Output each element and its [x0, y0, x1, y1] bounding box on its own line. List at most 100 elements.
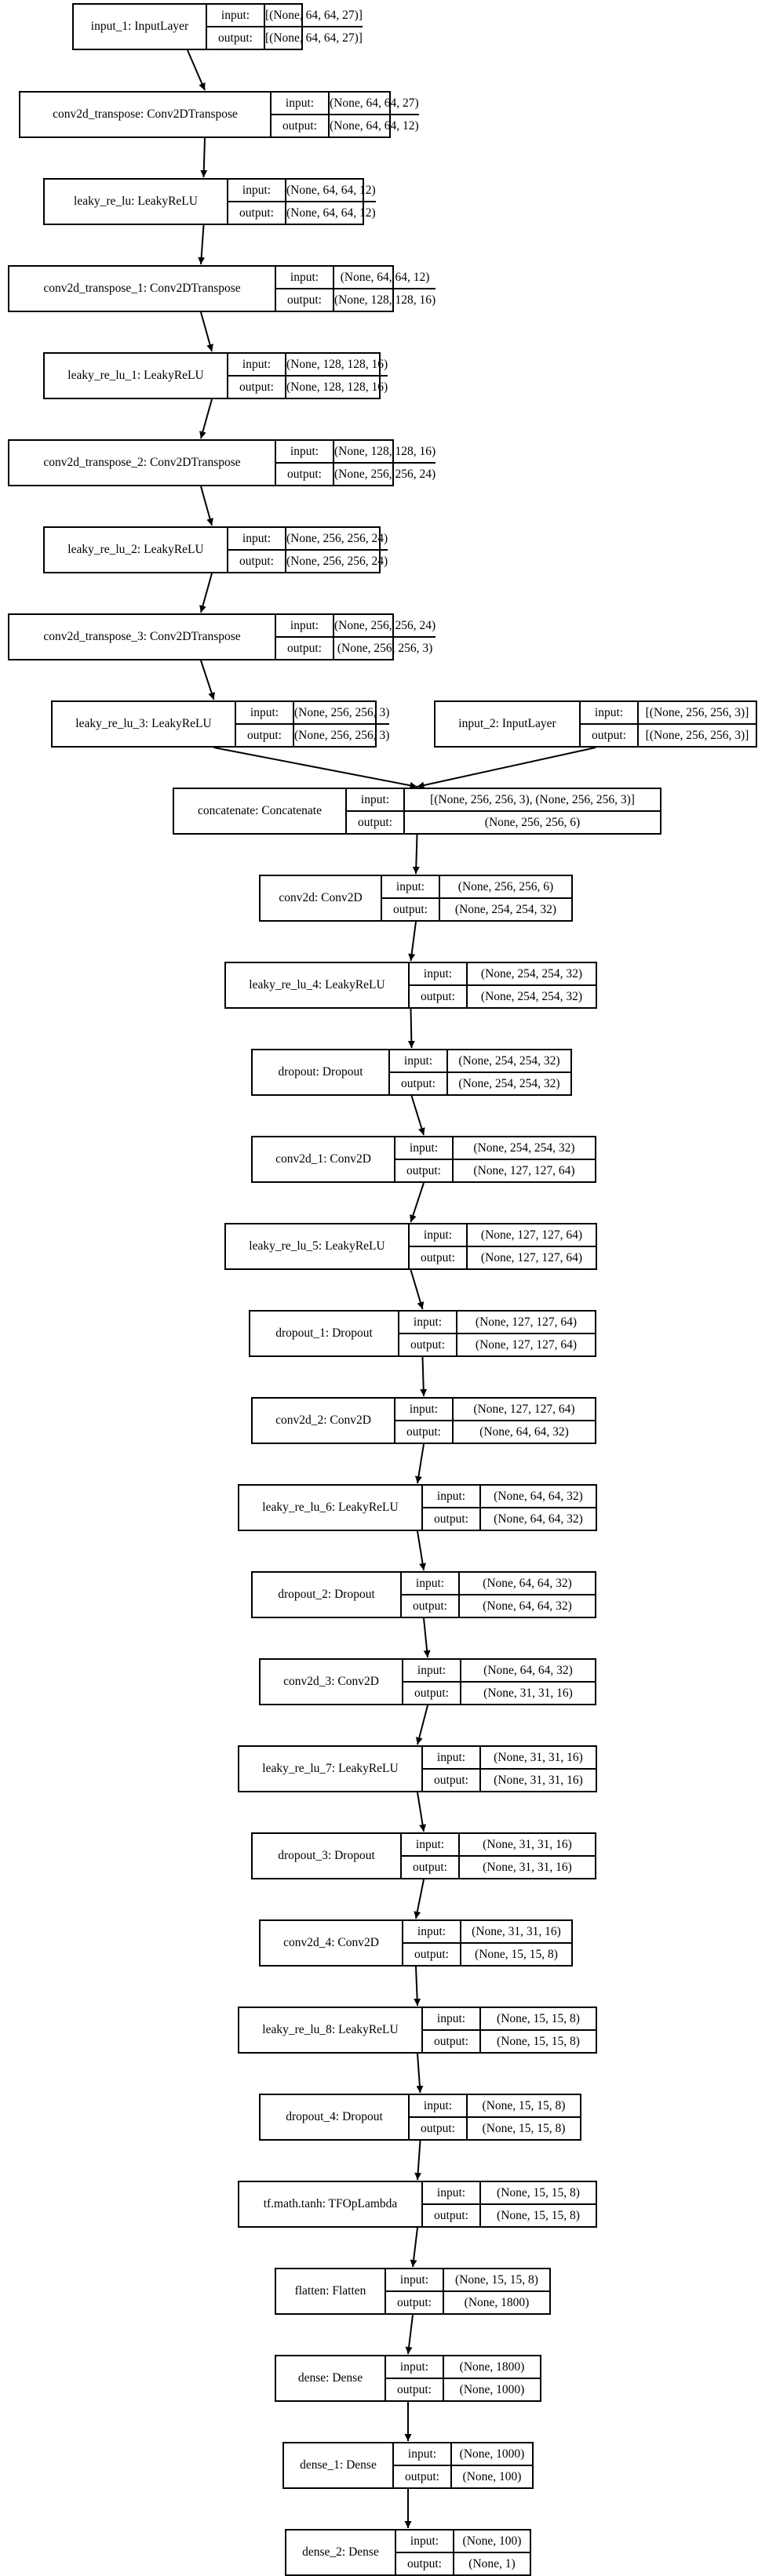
edge-conv2d-transpose-3-to-leaky-re-lu-3: [200, 660, 215, 700]
input-label: input:: [403, 1660, 461, 1681]
input-shape: (None, 15, 15, 8): [497, 2011, 580, 2025]
layer-shapes: input:[(None, 64, 64, 27)]output:[(None,…: [207, 5, 363, 49]
output-label: output:: [276, 638, 334, 659]
input-row: input:(None, 64, 64, 12): [276, 267, 436, 288]
output-shape: (None, 15, 15, 8): [497, 2208, 580, 2222]
input-label: input:: [581, 702, 639, 723]
output-row: output:(None, 127, 127, 64): [395, 1159, 595, 1181]
layer-name: flatten: Flatten: [276, 2269, 386, 2313]
output-label: output:: [403, 1944, 461, 1965]
input-label: input:: [402, 1573, 460, 1594]
output-row: output:(None, 64, 64, 12): [272, 114, 419, 136]
layer-name: leaky_re_lu_3: LeakyReLU: [53, 702, 236, 746]
edge-dropout-4-to-tf-math-tanh: [414, 2140, 422, 2181]
input-label: input:: [272, 93, 330, 114]
input-label: input:: [276, 267, 334, 288]
input-shape: (None, 127, 127, 64): [475, 1315, 578, 1329]
output-row: output:(None, 256, 256, 24): [228, 549, 388, 572]
output-row: output:(None, 15, 15, 8): [423, 2029, 596, 2052]
edge-conv2d-to-leaky-re-lu-4: [408, 921, 417, 962]
output-label: output:: [581, 725, 639, 746]
input-row: input:(None, 31, 31, 16): [423, 1747, 596, 1768]
output-shape: [(None, 256, 256, 3)]: [645, 728, 749, 742]
input-label: input:: [395, 1137, 454, 1159]
output-shape: [(None, 64, 64, 27)]: [265, 31, 363, 45]
layer-shapes: input:(None, 1000)output:(None, 100): [394, 2443, 532, 2487]
output-row: output:[(None, 64, 64, 27)]: [207, 26, 363, 49]
edge-conv2d-transpose-to-leaky-re-lu: [200, 137, 208, 178]
edge-leaky-re-lu-8-to-dropout-4: [416, 2053, 424, 2094]
layer-shapes: input:(None, 256, 256, 24)output:(None, …: [228, 528, 388, 572]
input-label: input:: [386, 2269, 444, 2290]
input-label: input:: [394, 2443, 452, 2465]
output-shape: (None, 256, 256, 3): [294, 728, 390, 742]
output-shape: (None, 254, 254, 32): [480, 989, 583, 1003]
layer-name: leaky_re_lu_5: LeakyReLU: [226, 1224, 410, 1268]
input-shape: (None, 254, 254, 32): [480, 966, 583, 981]
layer-name: leaky_re_lu_2: LeakyReLU: [45, 528, 228, 572]
input-row: input:(None, 100): [396, 2531, 530, 2552]
input-shape: (None, 64, 64, 32): [494, 1489, 583, 1503]
output-row: output: (None, 31, 31, 16): [423, 1768, 596, 1791]
output-row: output:(None, 256, 256, 3): [236, 723, 390, 746]
input-label: input:: [228, 180, 286, 201]
output-row: output: (None, 31, 31, 16): [402, 1855, 595, 1878]
input-row: input:(None, 256, 256, 24): [228, 528, 388, 549]
edge-input-2-to-concatenate: [417, 747, 596, 789]
output-label: output:: [423, 1770, 481, 1791]
layer-shapes: input:(None, 31, 31, 16)output: (None, 31…: [423, 1747, 596, 1791]
input-shape: (None, 1000): [459, 2447, 525, 2461]
output-row: output:(None, 128, 128, 16): [228, 375, 388, 398]
edge-dropout-1-to-conv2d-2: [420, 1356, 428, 1397]
output-shape: (None, 64, 64, 12): [330, 118, 419, 133]
input-row: input:(None, 31, 31, 16): [402, 1834, 595, 1855]
input-label: input:: [423, 2008, 481, 2029]
input-row: input:(None, 254, 254, 32): [390, 1050, 570, 1072]
output-shape: (None, 31, 31, 16): [494, 1773, 583, 1787]
input-row: input:(None, 15, 15, 8): [410, 2095, 580, 2116]
layer-shapes: input: [(None, 256, 256, 3), (None, 256, …: [347, 789, 660, 833]
output-row: output:(None, 64, 64, 12): [228, 201, 376, 224]
layer-shapes: input: (None, 254, 254, 32) output:(None, …: [395, 1137, 595, 1181]
output-label: output:: [410, 2118, 468, 2139]
layer-shapes: input:(None, 100)output:(None, 1): [396, 2531, 530, 2574]
input-label: input:: [423, 2182, 481, 2203]
edge-dropout-to-conv2d-1: [410, 1095, 425, 1136]
edge-leaky-re-lu-1-to-conv2d-transpose-2: [199, 398, 213, 439]
input-label: input:: [276, 615, 334, 636]
input-shape: (None, 254, 254, 32): [458, 1053, 560, 1068]
output-label: output:: [402, 1857, 460, 1878]
output-row: output:(None, 256, 256, 6): [347, 810, 660, 833]
input-label: input:: [276, 441, 334, 462]
input-row: input: [(None, 256, 256, 3), (None, 256, …: [347, 789, 660, 810]
output-shape: (None, 31, 31, 16): [483, 1860, 572, 1874]
output-row: output:(None, 64, 64, 32): [395, 1420, 595, 1443]
edge-leaky-re-lu-2-to-conv2d-transpose-3: [199, 573, 213, 613]
input-shape: (None, 1800): [459, 2360, 525, 2374]
output-label: output:: [207, 27, 265, 49]
layer-shapes: input:(None, 256, 256, 3)output:(None, 2…: [236, 702, 390, 746]
input-row: input:(None, 15, 15, 8): [423, 2182, 596, 2203]
output-row: output:(None, 254, 254, 32): [390, 1072, 570, 1094]
input-shape: (None, 127, 127, 64): [480, 1228, 583, 1242]
output-shape: (None, 256, 256, 24): [334, 467, 436, 481]
layer-shapes: input:(None, 128, 128, 16)output:(None, …: [276, 441, 436, 485]
input-label: input:: [347, 789, 405, 810]
input-shape: (None, 254, 254, 32): [473, 1141, 575, 1155]
input-shape: (None, 64, 64, 32): [483, 1663, 573, 1677]
layer-shapes: input:(None, 127, 127, 64)output:(None, …: [399, 1312, 595, 1355]
input-row: input:(None, 256, 256, 6): [382, 876, 571, 897]
input-shape: (None, 256, 256, 24): [286, 531, 388, 545]
output-label: output:: [382, 899, 440, 920]
output-shape: (None, 31, 31, 16): [483, 1686, 573, 1700]
input-shape: [(None, 256, 256, 3), (None, 256, 256, 3…: [430, 792, 635, 806]
